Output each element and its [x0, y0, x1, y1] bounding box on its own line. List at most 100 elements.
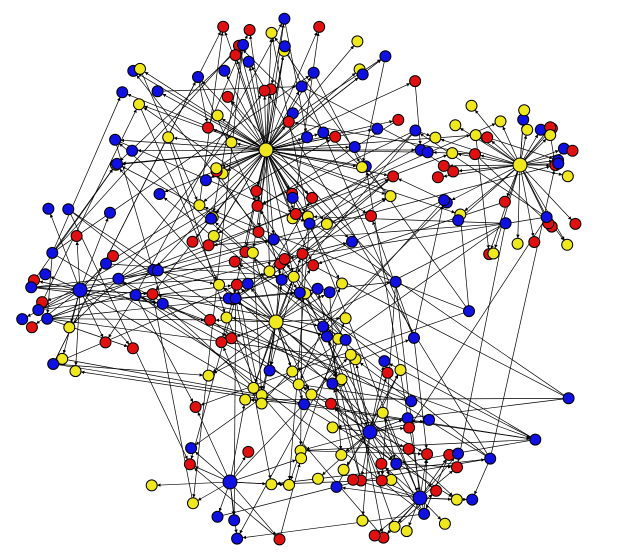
graph-edge	[236, 179, 389, 297]
graph-node-yellow	[187, 497, 199, 510]
graph-node-yellow	[351, 35, 364, 48]
graph-node-blue	[275, 273, 288, 286]
graph-edge	[458, 165, 514, 173]
graph-node-blue	[231, 532, 244, 545]
graph-edge	[223, 347, 244, 395]
graph-edge	[395, 287, 421, 492]
graph-node-blue	[389, 275, 402, 288]
graph-node-blue	[452, 447, 464, 460]
graph-edge	[193, 467, 276, 537]
graph-edge	[311, 228, 418, 492]
graph-edge	[305, 433, 364, 450]
graph-edge	[236, 459, 297, 481]
graph-edge	[122, 220, 209, 277]
hub-node	[72, 282, 88, 298]
graph-edge	[521, 135, 528, 159]
graph-edge	[516, 171, 521, 239]
graph-edge	[50, 276, 74, 288]
graph-edge	[127, 93, 260, 148]
graph-node-yellow	[518, 104, 531, 117]
graph-node-blue	[371, 122, 384, 135]
graph-edge	[459, 219, 469, 306]
graph-edge	[425, 470, 454, 494]
graph-node-blue	[129, 289, 142, 301]
graph-node-red	[365, 210, 377, 222]
graph-edge	[260, 210, 343, 336]
graph-edge	[269, 155, 291, 194]
graph-edge	[221, 152, 260, 167]
graph-node-yellow	[265, 478, 278, 491]
graph-edge	[293, 32, 320, 213]
graph-edge	[75, 241, 80, 284]
graph-node-red	[431, 171, 444, 184]
graph-node-blue	[307, 66, 320, 79]
graph-node-blue	[156, 297, 169, 310]
graph-edge	[119, 168, 230, 296]
graph-edge	[234, 487, 277, 536]
graph-node-red	[469, 148, 481, 161]
graph-node-blue	[104, 206, 116, 219]
graph-node-red	[289, 208, 302, 220]
graph-edge	[55, 49, 236, 250]
graph-edge	[271, 38, 309, 219]
graph-edge	[36, 287, 224, 300]
graph-edge	[197, 485, 225, 501]
graph-node-yellow	[133, 98, 145, 111]
graph-node-yellow	[384, 190, 397, 203]
graph-node-blue	[192, 71, 204, 83]
graph-node-blue	[126, 144, 139, 157]
graph-node-blue	[278, 40, 291, 53]
hub-node	[362, 424, 378, 440]
graph-node-blue	[348, 141, 361, 153]
graph-node-yellow	[220, 311, 233, 324]
graph-node-yellow	[465, 99, 478, 112]
graph-edge	[218, 122, 394, 234]
graph-node-yellow	[207, 230, 220, 242]
graph-node-yellow	[283, 478, 295, 491]
graph-node-blue	[242, 55, 255, 68]
graph-edge	[366, 458, 485, 480]
graph-node-blue	[452, 214, 465, 227]
graph-node-yellow	[344, 348, 357, 361]
edge-layer	[26, 23, 572, 540]
graph-edge	[157, 294, 318, 327]
graph-node-yellow	[356, 161, 368, 174]
graph-edge	[273, 134, 412, 268]
graph-node-red	[282, 115, 295, 128]
graph-edge	[376, 419, 424, 431]
hub-node	[222, 474, 238, 490]
graph-node-red	[313, 20, 326, 33]
graph-node-red	[146, 288, 159, 301]
graph-node-blue	[62, 203, 75, 216]
graph-edge	[223, 287, 271, 319]
graph-node-yellow	[544, 129, 557, 142]
graph-edge	[137, 299, 194, 403]
graph-edge	[74, 296, 80, 366]
graph-node-blue	[330, 480, 343, 493]
graph-node-red	[392, 113, 405, 126]
graph-node-yellow	[247, 381, 260, 394]
graph-edge	[58, 364, 530, 440]
graph-node-red	[221, 90, 234, 103]
hub-node	[258, 142, 274, 158]
graph-edge	[345, 436, 365, 452]
graph-edge	[414, 205, 444, 333]
graph-node-red	[498, 195, 511, 208]
graph-edge	[522, 171, 547, 219]
graph-node-red	[25, 321, 38, 334]
graph-node-blue	[112, 272, 125, 285]
graph-node-red	[421, 448, 434, 461]
graph-edge	[397, 178, 440, 199]
graph-edge	[306, 439, 530, 452]
graph-edge	[86, 290, 158, 305]
graph-edge	[384, 417, 418, 492]
graph-edge	[119, 48, 240, 162]
graph-edge	[253, 257, 275, 316]
graph-edge	[123, 165, 551, 278]
graph-node-blue	[151, 264, 164, 277]
graph-edge	[42, 139, 331, 308]
graph-edge	[524, 138, 547, 161]
graph-edge	[197, 411, 228, 476]
graph-edge	[218, 488, 228, 512]
graph-node-yellow	[446, 147, 459, 160]
